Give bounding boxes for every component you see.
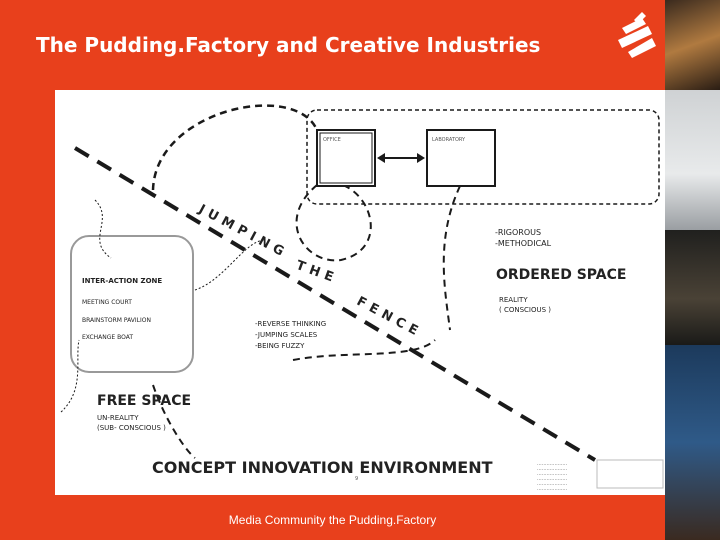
dotted-line-left bbox=[60, 339, 80, 413]
diagram-canvas: OFFICE LABORATORY -RIGOROUS -METHODICAL … bbox=[55, 90, 665, 495]
trait-methodical: -METHODICAL bbox=[495, 239, 552, 248]
credit-line: ................... bbox=[537, 461, 568, 467]
dotted-line-mid bbox=[194, 239, 266, 291]
stripe-logo-icon bbox=[618, 12, 656, 58]
partner-logo-box bbox=[596, 459, 664, 489]
photo-audience bbox=[665, 345, 720, 540]
photo-interior bbox=[665, 90, 720, 230]
dotted-line-top bbox=[94, 199, 112, 259]
curve-office-top bbox=[151, 104, 319, 191]
tactic-jumping-scales: -JUMPING SCALES bbox=[255, 331, 318, 339]
credits-block: ................... ................... … bbox=[537, 462, 567, 492]
footer-text: Media Community the Pudding.Factory bbox=[228, 513, 437, 527]
free-space-title: FREE SPACE bbox=[97, 393, 192, 409]
photo-strip bbox=[665, 0, 720, 540]
page-title: The Pudding.Factory and Creative Industr… bbox=[36, 33, 541, 57]
zone-item-brainstorm-pavilion: BRAINSTORM PAVILION bbox=[82, 317, 152, 324]
ordered-space-title: ORDERED SPACE bbox=[496, 267, 627, 283]
curve-bottom bbox=[152, 384, 196, 459]
office-label: OFFICE bbox=[323, 137, 341, 143]
credit-line: ................... bbox=[537, 486, 568, 492]
conscious-label: ( CONSCIOUS ) bbox=[499, 306, 552, 314]
title-bar bbox=[0, 0, 665, 90]
zone-item-meeting-court: MEETING COURT bbox=[82, 299, 132, 306]
photo-sign bbox=[665, 230, 720, 345]
curve-middle bbox=[292, 339, 436, 361]
zone-item-exchange-boat: EXCHANGE BOAT bbox=[82, 334, 134, 341]
laboratory-box bbox=[426, 129, 496, 187]
arrow-left-icon bbox=[377, 153, 385, 163]
page-mark: 9 bbox=[355, 476, 359, 482]
fence-line bbox=[73, 146, 597, 462]
photo-lights bbox=[665, 0, 720, 90]
tactic-reverse-thinking: -REVERSE THINKING bbox=[255, 320, 327, 328]
reality-label: REALITY bbox=[499, 296, 528, 304]
credit-line: ................... bbox=[537, 476, 568, 482]
ordered-space-box bbox=[306, 109, 660, 205]
curve-lab-down bbox=[442, 185, 461, 331]
footer-bar bbox=[0, 495, 665, 540]
credit-line: ................... bbox=[537, 481, 568, 487]
concept-title: CONCEPT INNOVATION ENVIRONMENT bbox=[152, 458, 493, 477]
interaction-zone-box bbox=[70, 235, 194, 373]
credit-line: ................... bbox=[537, 471, 568, 477]
trait-rigorous: -RIGOROUS bbox=[495, 228, 542, 237]
tactic-being-fuzzy: -BEING FUZZY bbox=[255, 342, 305, 350]
diagram-lines bbox=[60, 104, 664, 489]
credit-line: ................... bbox=[537, 466, 568, 472]
subconscious-label: (SUB- CONSCIOUS ) bbox=[97, 424, 166, 432]
laboratory-label: LABORATORY bbox=[432, 137, 466, 143]
curve-office-loop bbox=[295, 184, 372, 262]
office-box-inner bbox=[319, 132, 373, 184]
unreality-label: UN-REALITY bbox=[97, 414, 139, 422]
arrow-right-icon bbox=[417, 153, 425, 163]
interaction-zone-title: INTER-ACTION ZONE bbox=[82, 277, 163, 285]
